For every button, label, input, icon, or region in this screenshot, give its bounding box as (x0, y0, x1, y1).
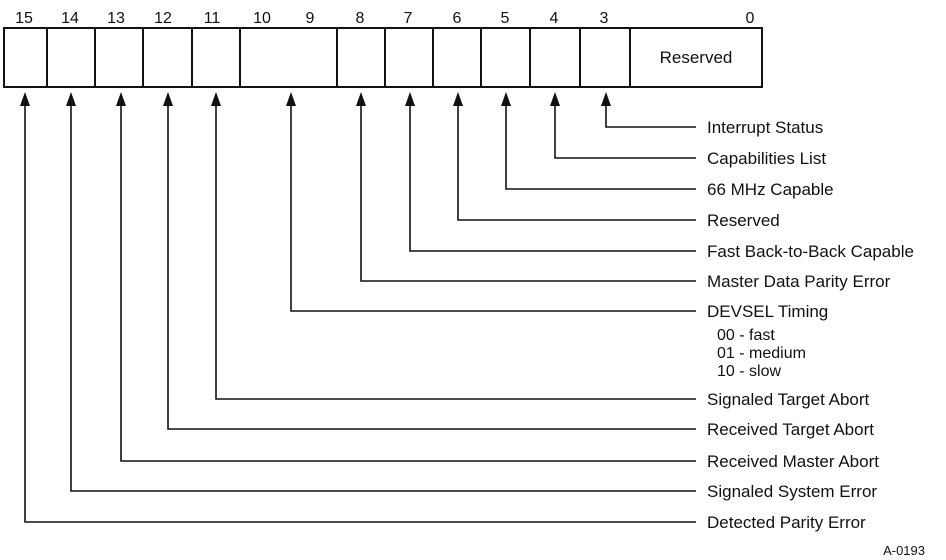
field-label-detected-parity-error: Detected Parity Error (707, 513, 866, 532)
arrowheads (20, 92, 611, 106)
leader-lines (24, 104, 696, 523)
arrowhead-bit-7 (405, 92, 415, 106)
arrowhead-bit-4 (550, 92, 560, 106)
register-outline (3, 27, 763, 88)
field-label-master-data-parity-error: Master Data Parity Error (707, 272, 891, 291)
field-label-received-master-abort: Received Master Abort (707, 452, 879, 471)
leader-bit-12 (167, 104, 696, 430)
register-box (3, 27, 763, 88)
devsel-value-slow: 10 - slow (717, 363, 781, 380)
field-label-signaled-system-error: Signaled System Error (707, 482, 877, 501)
bit-number-5: 5 (501, 10, 510, 27)
arrowhead-bit-11 (211, 92, 221, 106)
bit-number-8: 8 (356, 10, 365, 27)
leader-bit-14 (70, 104, 696, 492)
bit-number-0: 0 (746, 10, 755, 27)
arrowhead-bit-6 (453, 92, 463, 106)
bit-number-9: 9 (306, 10, 315, 27)
bit-number-3: 3 (600, 10, 609, 27)
figure-id: A-0193 (883, 543, 925, 558)
bit-number-11: 11 (204, 10, 221, 27)
bit-number-4: 4 (550, 10, 559, 27)
arrowhead-bit-8 (356, 92, 366, 106)
field-label-devsel-timing: DEVSEL Timing (707, 302, 828, 321)
field-label-reserved: Reserved (707, 211, 780, 230)
bit-number-10: 10 (253, 10, 271, 27)
field-label-interrupt-status: Interrupt Status (707, 118, 823, 137)
arrowhead-bit-10-9 (286, 92, 296, 106)
leader-bit-10-9 (290, 104, 696, 312)
leader-bit-15 (24, 104, 696, 523)
bit-number-12: 12 (154, 10, 172, 27)
leader-bit-6 (457, 104, 696, 221)
bit-number-14: 14 (61, 10, 79, 27)
field-label-capabilities-list: Capabilities List (707, 149, 826, 168)
devsel-value-fast: 00 - fast (717, 327, 775, 344)
arrowhead-bit-13 (116, 92, 126, 106)
bit-number-6: 6 (453, 10, 462, 27)
arrowhead-bit-3 (601, 92, 611, 106)
field-label-signaled-target-abort: Signaled Target Abort (707, 390, 870, 409)
bit-number-7: 7 (404, 10, 413, 27)
leader-bit-7 (409, 104, 696, 252)
leader-bit-13 (120, 104, 696, 462)
leader-bit-8 (360, 104, 696, 282)
bit-number-15: 15 (15, 10, 33, 27)
arrowhead-bit-14 (66, 92, 76, 106)
field-label-66mhz-capable: 66 MHz Capable (707, 180, 834, 199)
leader-bit-11 (215, 104, 696, 400)
devsel-value-medium: 01 - medium (717, 345, 806, 362)
bit-number-13: 13 (107, 10, 125, 27)
leader-bit-3 (605, 104, 696, 128)
bit-number-row: 15 14 13 12 11 10 9 8 7 6 5 4 3 0 (15, 10, 754, 27)
arrowhead-bit-5 (501, 92, 511, 106)
arrowhead-bit-12 (163, 92, 173, 106)
arrowhead-bit-15 (20, 92, 30, 106)
field-label-fast-back-to-back: Fast Back-to-Back Capable (707, 242, 914, 261)
reserved-field-label: Reserved (660, 48, 733, 67)
field-label-received-target-abort: Received Target Abort (707, 420, 874, 439)
leader-bit-5 (505, 104, 696, 190)
leader-bit-4 (554, 104, 696, 159)
field-labels: Interrupt Status Capabilities List 66 MH… (707, 118, 914, 532)
